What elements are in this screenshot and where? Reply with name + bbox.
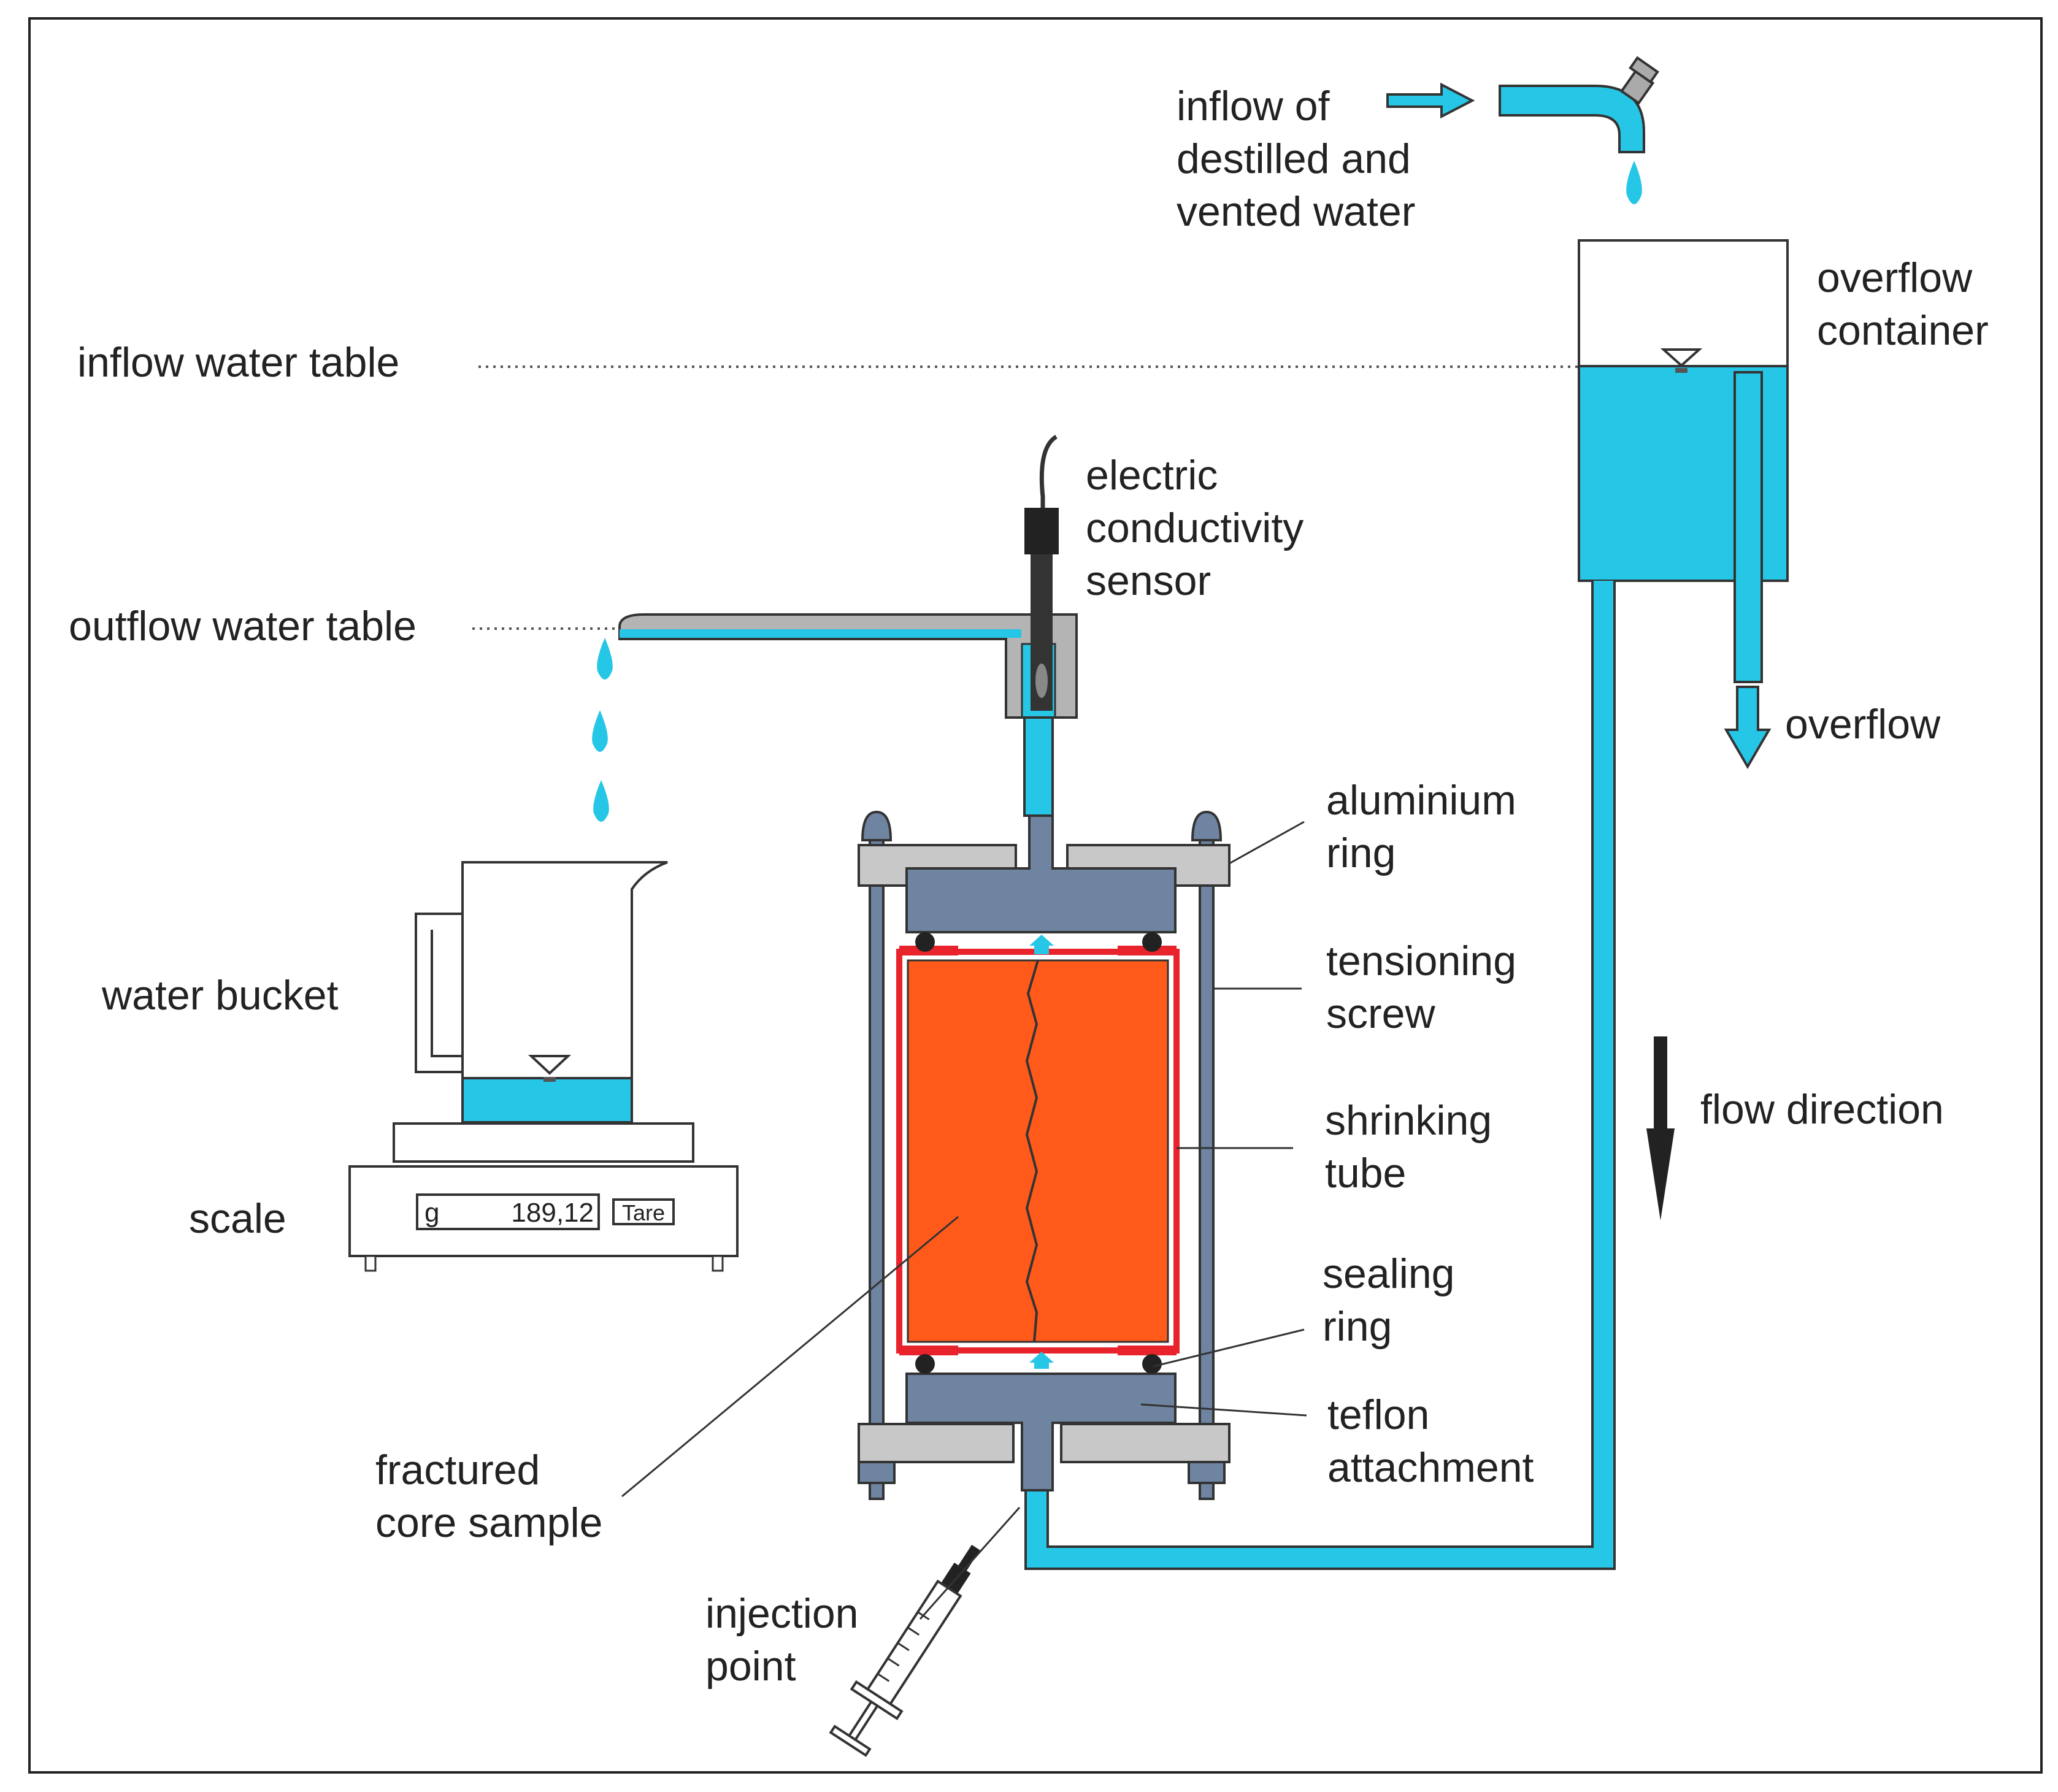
svg-text:screw: screw (1326, 990, 1435, 1037)
label-injection-point: injection point (705, 1590, 859, 1690)
overflow-container (1578, 239, 1789, 683)
label-water-bucket: water bucket (101, 972, 339, 1019)
water-tap (1499, 56, 1659, 153)
flow-arrow-bottom (1034, 1361, 1049, 1369)
svg-text:inflow of: inflow of (1177, 83, 1330, 129)
svg-text:point: point (705, 1643, 796, 1690)
svg-text:injection: injection (705, 1590, 859, 1637)
outflow-pipe (1023, 716, 1054, 817)
svg-text:core sample: core sample (375, 1499, 602, 1546)
scale: g 189,12 Tare (348, 1122, 739, 1272)
core-sample (907, 959, 1169, 1343)
outflow-drop-2 (592, 710, 608, 752)
sealing-rings (915, 932, 1162, 1374)
scale-display (416, 1193, 600, 1230)
overflow-arrow (1724, 686, 1772, 769)
svg-text:attachment: attachment (1327, 1444, 1534, 1491)
svg-text:ring: ring (1326, 830, 1396, 876)
outflow-channel (618, 613, 1078, 719)
label-outflow-water-table: outflow water table (69, 603, 417, 649)
teflon-attachment-top (905, 814, 1177, 933)
outflow-drop-1 (597, 638, 613, 680)
leader-lines (621, 821, 1307, 1620)
flow-arrow-top (1034, 944, 1049, 954)
svg-text:conductivity: conductivity (1086, 505, 1304, 551)
label-scale: scale (189, 1195, 286, 1242)
syringe (829, 1544, 980, 1757)
svg-text:destilled and: destilled and (1177, 136, 1411, 182)
label-inflow: inflow of destilled and vented water (1177, 83, 1415, 235)
label-overflow-container: overflow container (1817, 255, 1989, 354)
figure-frame (28, 17, 2043, 1774)
svg-text:fractured: fractured (375, 1447, 540, 1493)
label-shrinking-tube: shrinking tube (1325, 1097, 1492, 1197)
label-sealing-ring: sealing ring (1323, 1250, 1455, 1350)
inflow-arrow (1386, 82, 1475, 119)
svg-text:container: container (1817, 307, 1989, 354)
water-bucket (415, 861, 668, 1124)
outflow-drop-3 (593, 780, 609, 822)
svg-text:tube: tube (1325, 1150, 1406, 1197)
svg-text:sensor: sensor (1086, 557, 1211, 604)
fracture-line (1025, 960, 1039, 1342)
aluminium-ring-bottom (858, 1423, 1231, 1463)
svg-text:ring: ring (1323, 1303, 1392, 1350)
svg-text:overflow: overflow (1817, 255, 1973, 301)
scale-reading: 189,12 (511, 1198, 594, 1228)
scale-unit: g (424, 1198, 439, 1228)
svg-text:tensioning: tensioning (1326, 938, 1516, 984)
svg-text:electric: electric (1086, 452, 1218, 499)
label-ec-sensor: electric conductivity sensor (1086, 452, 1304, 604)
tensioning-screws (858, 810, 1226, 1500)
inflow-drop (1626, 161, 1642, 204)
label-core-sample: fractured core sample (375, 1447, 602, 1546)
svg-text:teflon: teflon (1327, 1392, 1429, 1438)
label-inflow-water-table: inflow water table (77, 339, 399, 386)
label-flow-direction: flow direction (1700, 1086, 1944, 1133)
tare-button[interactable] (612, 1198, 675, 1225)
label-teflon-attachment: teflon attachment (1327, 1392, 1534, 1491)
label-overflow: overflow (1785, 701, 1941, 748)
ec-sensor (1024, 435, 1059, 711)
svg-text:shrinking: shrinking (1325, 1097, 1492, 1144)
label-tensioning-screw: tensioning screw (1326, 938, 1516, 1037)
svg-text:aluminium: aluminium (1326, 777, 1516, 824)
svg-text:sealing: sealing (1323, 1250, 1455, 1297)
tare-button-label: Tare (622, 1200, 665, 1225)
label-aluminium-ring: aluminium ring (1326, 777, 1516, 876)
flow-direction-arrow (1646, 1036, 1675, 1220)
svg-text:vented water: vented water (1177, 188, 1415, 235)
